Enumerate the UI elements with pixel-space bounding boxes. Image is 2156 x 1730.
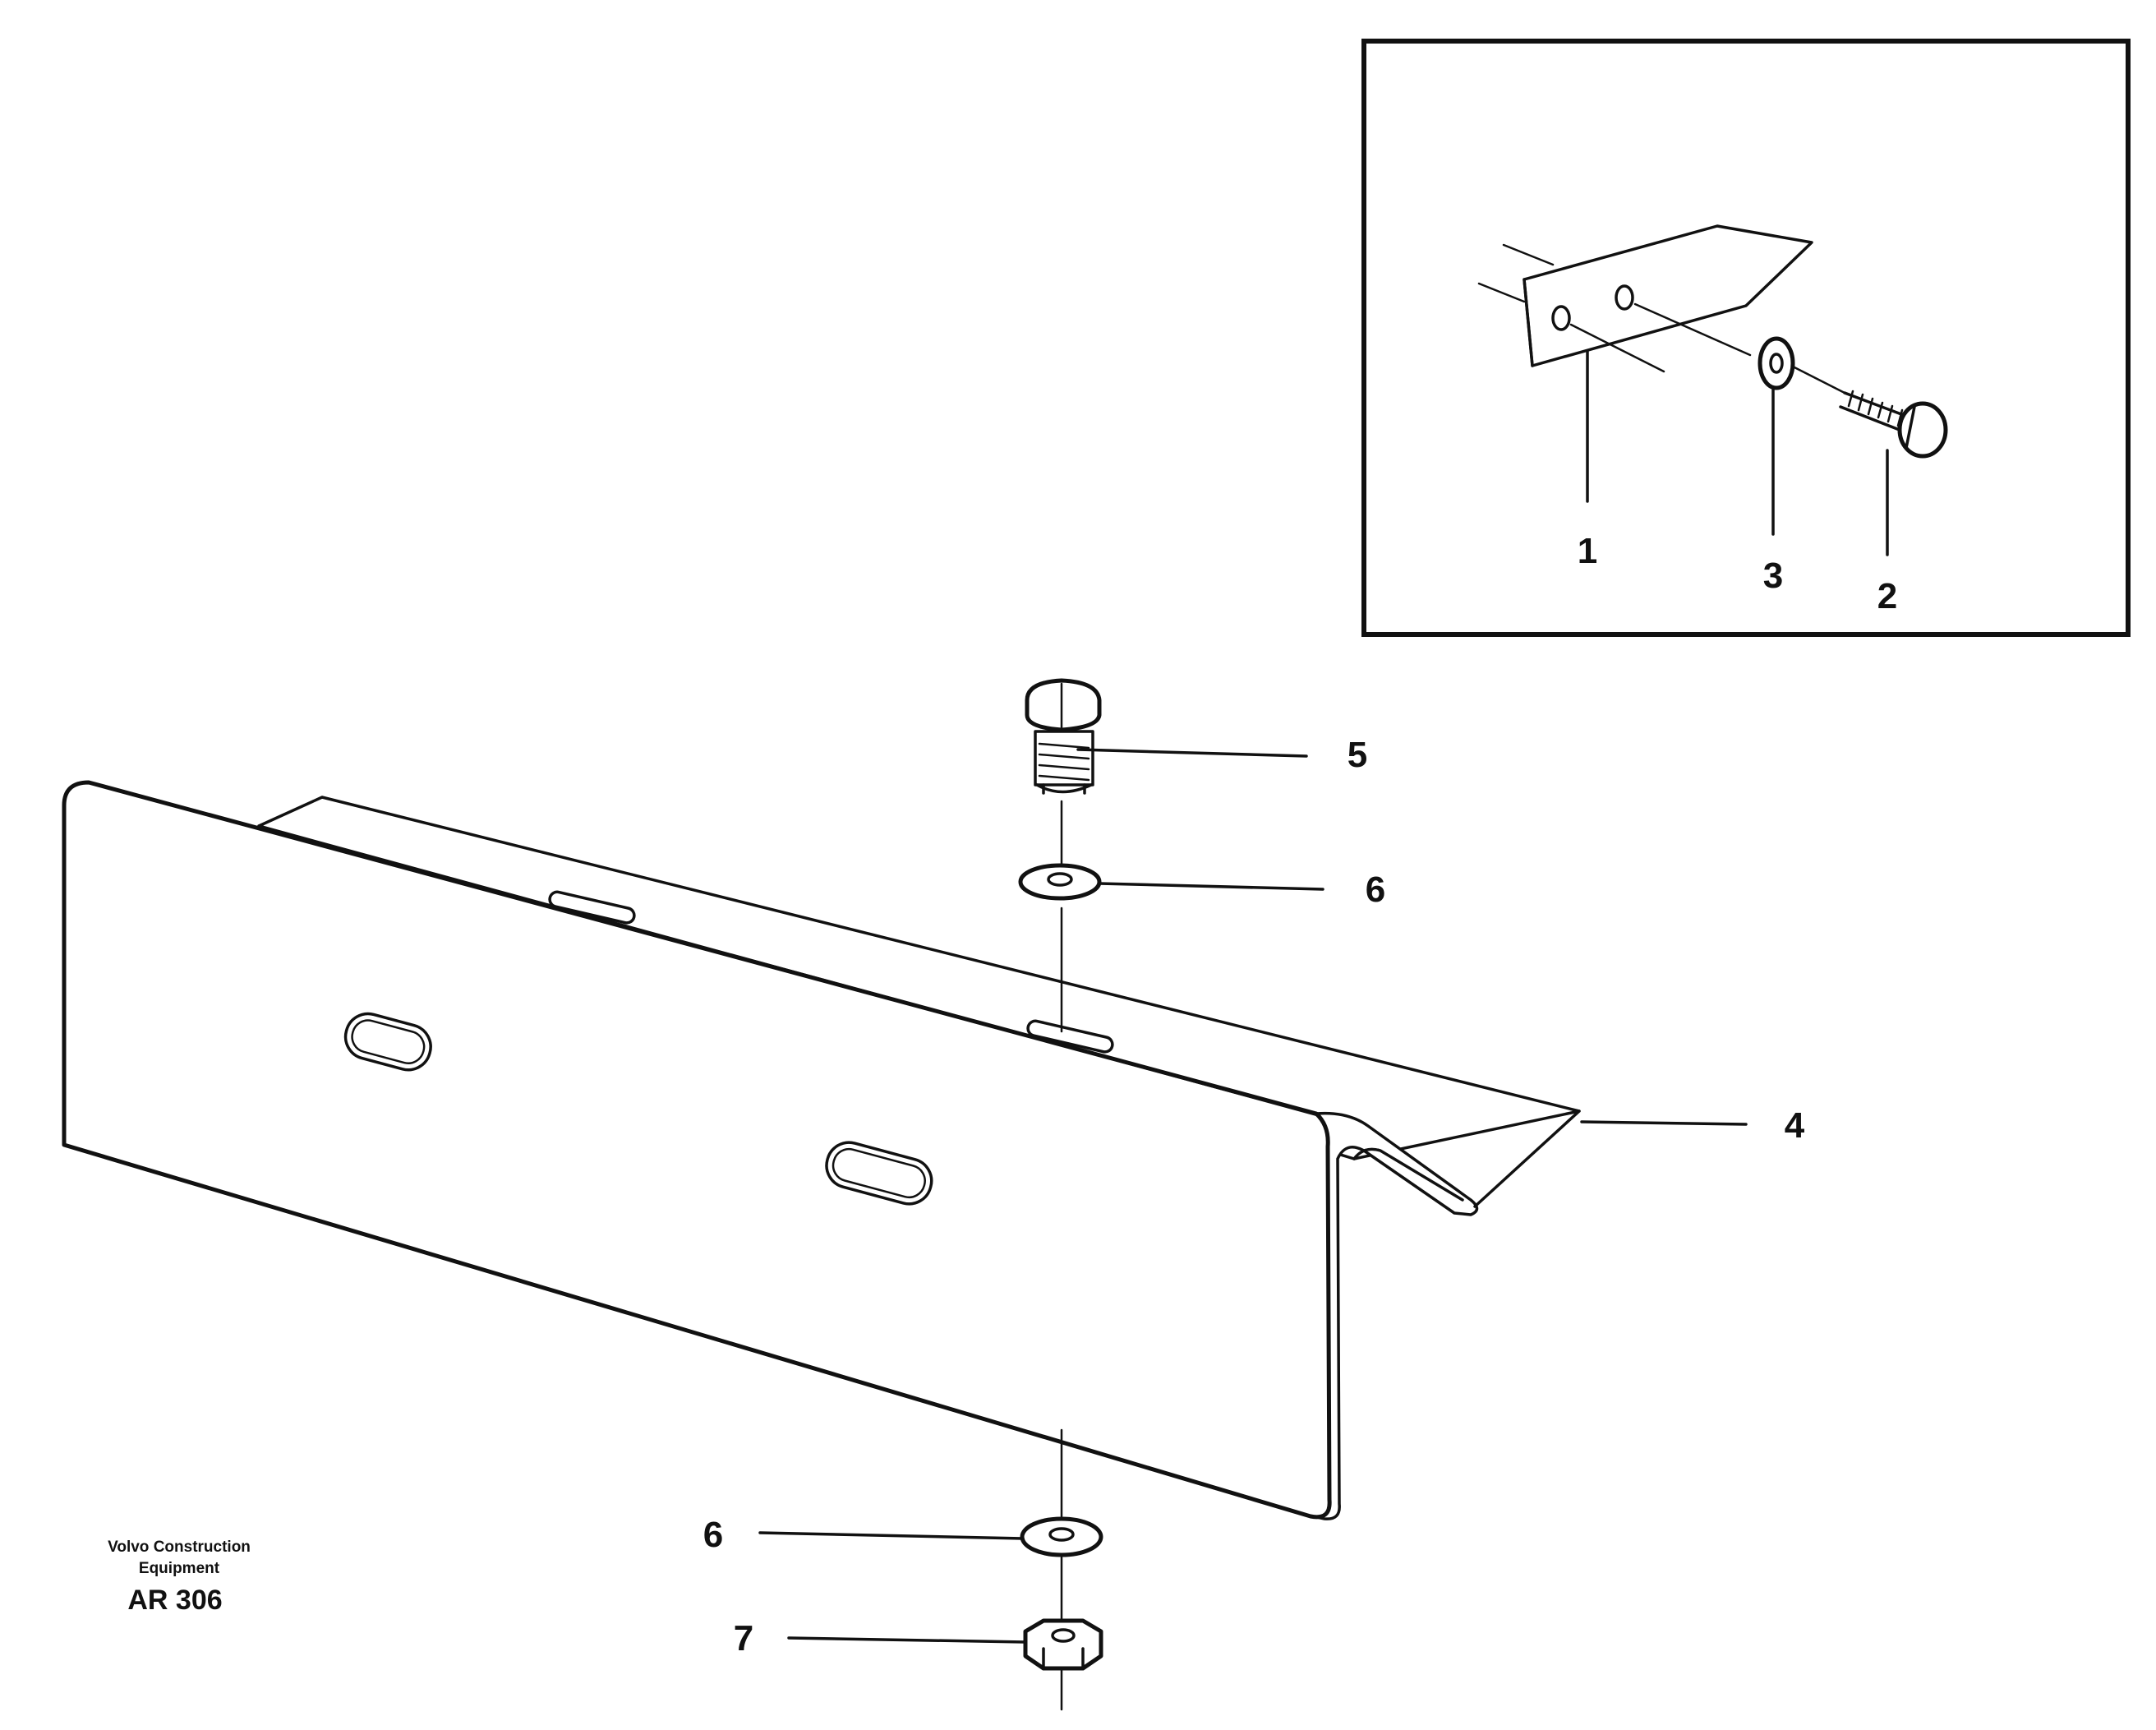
- cover-plate: [62, 780, 1581, 1520]
- inset-detail: 1 3 2: [1361, 39, 2131, 637]
- front-slot-left: [343, 1012, 432, 1072]
- front-slot-right: [825, 1141, 933, 1206]
- company-line-1: Volvo Construction: [108, 1539, 251, 1556]
- callout-bolt: 5: [1348, 735, 1367, 775]
- callout-cover-plate: 4: [1785, 1105, 1805, 1146]
- callout-washer-bottom: 6: [703, 1515, 723, 1555]
- callout-inset-3: 3: [1763, 556, 1783, 596]
- publisher-footer: Volvo Construction Equipment AR 306: [108, 1539, 251, 1616]
- company-line-2: Equipment: [139, 1560, 220, 1577]
- flange-slot-right: [1026, 1019, 1114, 1054]
- drawing-code: AR 306: [127, 1585, 222, 1616]
- callout-washer-top: 6: [1366, 870, 1385, 910]
- flange-slot-left: [548, 890, 636, 925]
- nut: [1023, 1618, 1103, 1671]
- washer-bottom: [1020, 1516, 1103, 1557]
- inset-frame: [1361, 39, 2131, 637]
- inset-bracket-plate: [1477, 224, 1813, 373]
- callout-nut: 7: [734, 1618, 753, 1658]
- bolt: [1025, 678, 1102, 795]
- inset-washer: [1758, 336, 1846, 394]
- callout-inset-2: 2: [1877, 576, 1897, 616]
- washer-top: [1018, 863, 1102, 901]
- inset-screw: [1839, 390, 1948, 459]
- callout-inset-1: 1: [1578, 531, 1597, 571]
